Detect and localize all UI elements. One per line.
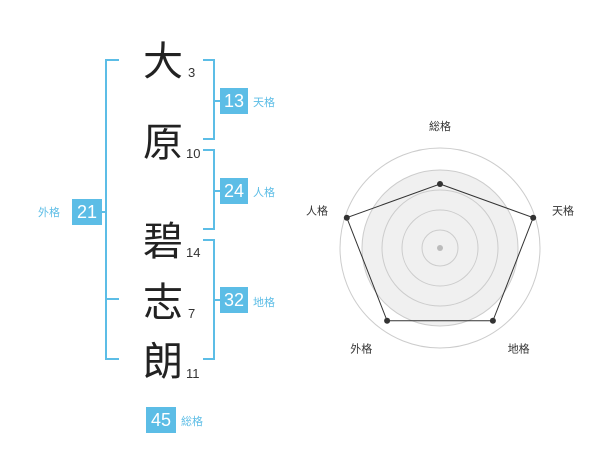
radar-point-5	[343, 214, 350, 221]
radar-point-3	[489, 317, 496, 324]
radar-ring	[339, 147, 541, 349]
tenkaku-bracket	[203, 59, 215, 140]
name-char-5: 朗	[143, 339, 183, 385]
radar-point-2	[530, 214, 537, 221]
radar-axis-label-4: 外格	[350, 342, 372, 356]
soukaku-value: 45	[146, 407, 176, 433]
radar-data-points	[343, 181, 537, 324]
jinkaku-bracket	[203, 149, 215, 230]
stroke-count-1: 3	[188, 65, 196, 80]
tenkaku-value: 13	[220, 88, 248, 114]
stroke-count-3: 14	[186, 245, 201, 260]
chikaku-value: 32	[220, 287, 248, 313]
tenkaku-label: 天格	[253, 96, 275, 109]
radar-center-dot	[437, 245, 443, 251]
outer-bracket	[105, 59, 119, 360]
radar-data-polygon	[346, 183, 534, 322]
chikaku-label: 地格	[253, 296, 275, 309]
gaikaku-value: 21	[72, 199, 102, 225]
gaikaku-label: 外格	[38, 206, 60, 219]
radar-point-1	[437, 181, 443, 187]
jinkaku-value: 24	[220, 178, 248, 204]
jinkaku-label: 人格	[253, 186, 275, 199]
radar-axis-label-1: 総格	[429, 119, 451, 133]
radar-axis-label-3: 地格	[508, 342, 530, 356]
name-char-4: 志	[143, 280, 183, 326]
radar-axis-label-5: 人格	[306, 203, 328, 217]
radar-point-4	[384, 317, 391, 324]
name-char-2: 原	[143, 120, 183, 166]
stroke-count-2: 10	[186, 146, 201, 161]
soukaku-label: 総格	[181, 415, 203, 428]
radar-ring	[381, 189, 499, 307]
radar-ring	[401, 209, 479, 287]
stroke-count-5: 11	[186, 366, 200, 381]
radar-ring	[421, 229, 459, 267]
name-char-1: 大	[143, 39, 183, 85]
radar-axis-label-2: 天格	[552, 203, 574, 217]
stroke-count-4: 7	[188, 306, 196, 321]
name-char-3: 碧	[143, 219, 183, 265]
